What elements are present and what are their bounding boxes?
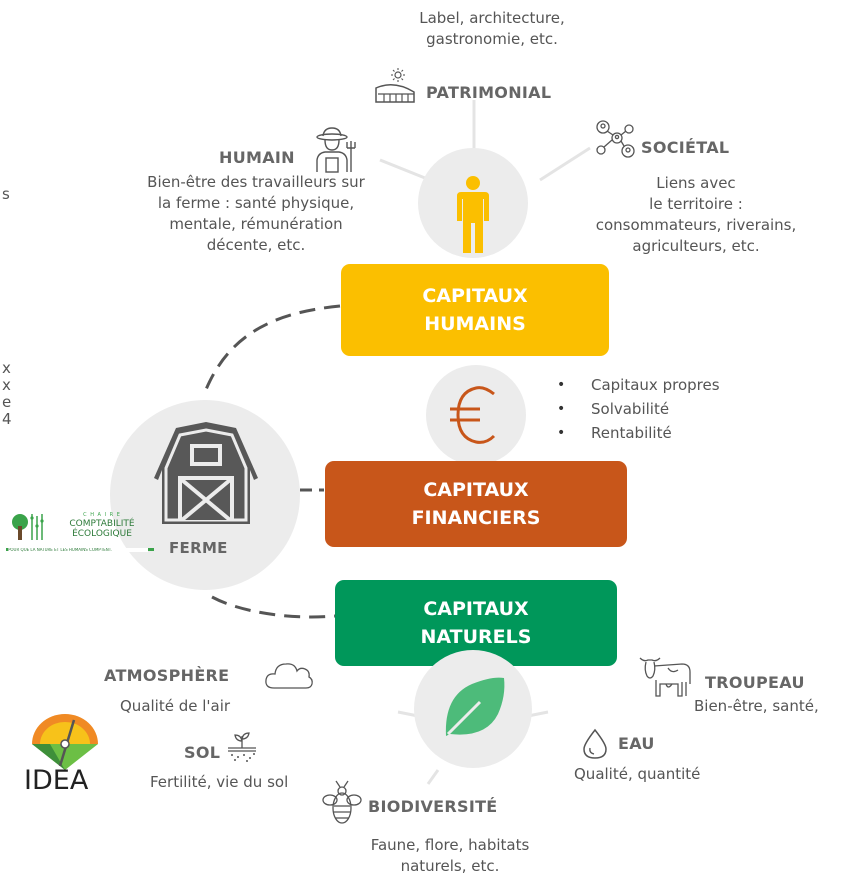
bullet-item: Solvabilité — [557, 397, 720, 421]
capitaux-humains-line: HUMAINS — [424, 313, 526, 335]
idea-logo-icon — [32, 714, 98, 770]
biodiversite-desc-line: naturels, etc. — [400, 857, 500, 875]
societal-desc-line: Liens avec — [656, 174, 736, 192]
seedling-icon — [228, 732, 256, 762]
financier-circle — [426, 365, 526, 465]
biodiversite-title: BIODIVERSITÉ — [368, 797, 498, 816]
societal-desc-line: agriculteurs, etc. — [632, 237, 760, 255]
patrimonial-description: Label, architecture, gastronomie, etc. — [380, 8, 604, 50]
humain-desc-line: décente, etc. — [206, 236, 306, 254]
chaire-line: COMPTABILITÉ — [69, 519, 135, 529]
capitaux-humains-box: CAPITAUX HUMAINS — [341, 264, 609, 356]
ferme-label: FERME — [169, 539, 228, 557]
biodiversite-desc-line: Faune, flore, habitats — [370, 836, 530, 854]
troupeau-desc: Bien-être, santé, — [694, 697, 819, 715]
left-fragment: x — [2, 376, 11, 394]
sol-title: SOL — [184, 743, 221, 762]
capitaux-naturels-line: CAPITAUX — [423, 598, 529, 620]
atmosphere-desc: Qualité de l'air — [120, 697, 231, 715]
left-fragment-group: x x e 4 — [2, 360, 12, 428]
left-fragment: e — [2, 393, 12, 411]
societal-desc-line: consommateurs, riverains, — [595, 216, 797, 234]
chaire-title: COMPTABILITÉ ÉCOLOGIQUE — [50, 519, 154, 539]
capitaux-humains-line: CAPITAUX — [422, 285, 528, 307]
capitaux-financiers-box: CAPITAUX FINANCIERS — [325, 461, 627, 547]
patrimonial-title: PATRIMONIAL — [426, 83, 552, 102]
troupeau-title: TROUPEAU — [705, 673, 805, 692]
biodiversite-description: Faune, flore, habitats naturels, etc. — [340, 835, 560, 877]
humain-desc-line: mentale, rémunération — [169, 215, 343, 233]
left-fragment: x — [2, 359, 11, 377]
humain-title: HUMAIN — [219, 148, 295, 167]
farmer-icon — [316, 127, 356, 173]
patrimonial-desc-line: gastronomie, etc. — [426, 30, 558, 48]
cow-icon — [639, 657, 691, 697]
humain-description: Bien-être des travailleurs sur la ferme … — [106, 172, 406, 256]
patrimonial-desc-line: Label, architecture, — [419, 9, 565, 27]
drop-icon — [583, 728, 607, 759]
humain-desc-line: Bien-être des travailleurs sur — [147, 173, 365, 191]
financier-bullet-list: Capitaux propres Solvabilité Rentabilité — [557, 373, 720, 445]
chaire-logo: C H A I R E COMPTABILITÉ ÉCOLOGIQUE POUR… — [6, 512, 154, 558]
person-icon — [457, 176, 489, 253]
bullet-item: Rentabilité — [557, 421, 720, 445]
bullet-item: Capitaux propres — [557, 373, 720, 397]
capitaux-financiers-line: FINANCIERS — [411, 507, 541, 529]
eau-title: EAU — [618, 734, 655, 753]
societal-title: SOCIÉTAL — [641, 138, 730, 157]
chaire-line: ÉCOLOGIQUE — [72, 529, 132, 539]
humain-desc-line: la ferme : santé physique, — [157, 194, 355, 212]
atmosphere-title: ATMOSPHÈRE — [104, 666, 230, 685]
capitaux-naturels-line: NATURELS — [420, 626, 532, 648]
left-fragment: s — [2, 185, 10, 203]
barn-icon — [154, 422, 258, 524]
cloud-icon — [265, 663, 313, 689]
societal-description: Liens avec le territoire : consommateurs… — [566, 173, 826, 257]
left-fragment: 4 — [2, 410, 12, 428]
leaf-icon — [445, 677, 505, 736]
capitaux-financiers-line: CAPITAUX — [423, 479, 529, 501]
network-icon — [596, 120, 635, 158]
sol-desc: Fertilité, vie du sol — [150, 773, 289, 791]
tree-icon — [12, 514, 44, 540]
societal-desc-line: le territoire : — [649, 195, 743, 213]
euro-icon — [450, 386, 496, 444]
chaire-tagline: POUR QUE LA NATURE ET LES HUMAINS COMPTE… — [8, 548, 148, 552]
bee-icon — [322, 780, 362, 824]
eau-desc: Qualité, quantité — [574, 765, 701, 783]
patrimonial-icon — [375, 68, 415, 103]
chaire-top: C H A I R E — [83, 512, 121, 518]
idea-label: IDEA — [24, 765, 89, 796]
